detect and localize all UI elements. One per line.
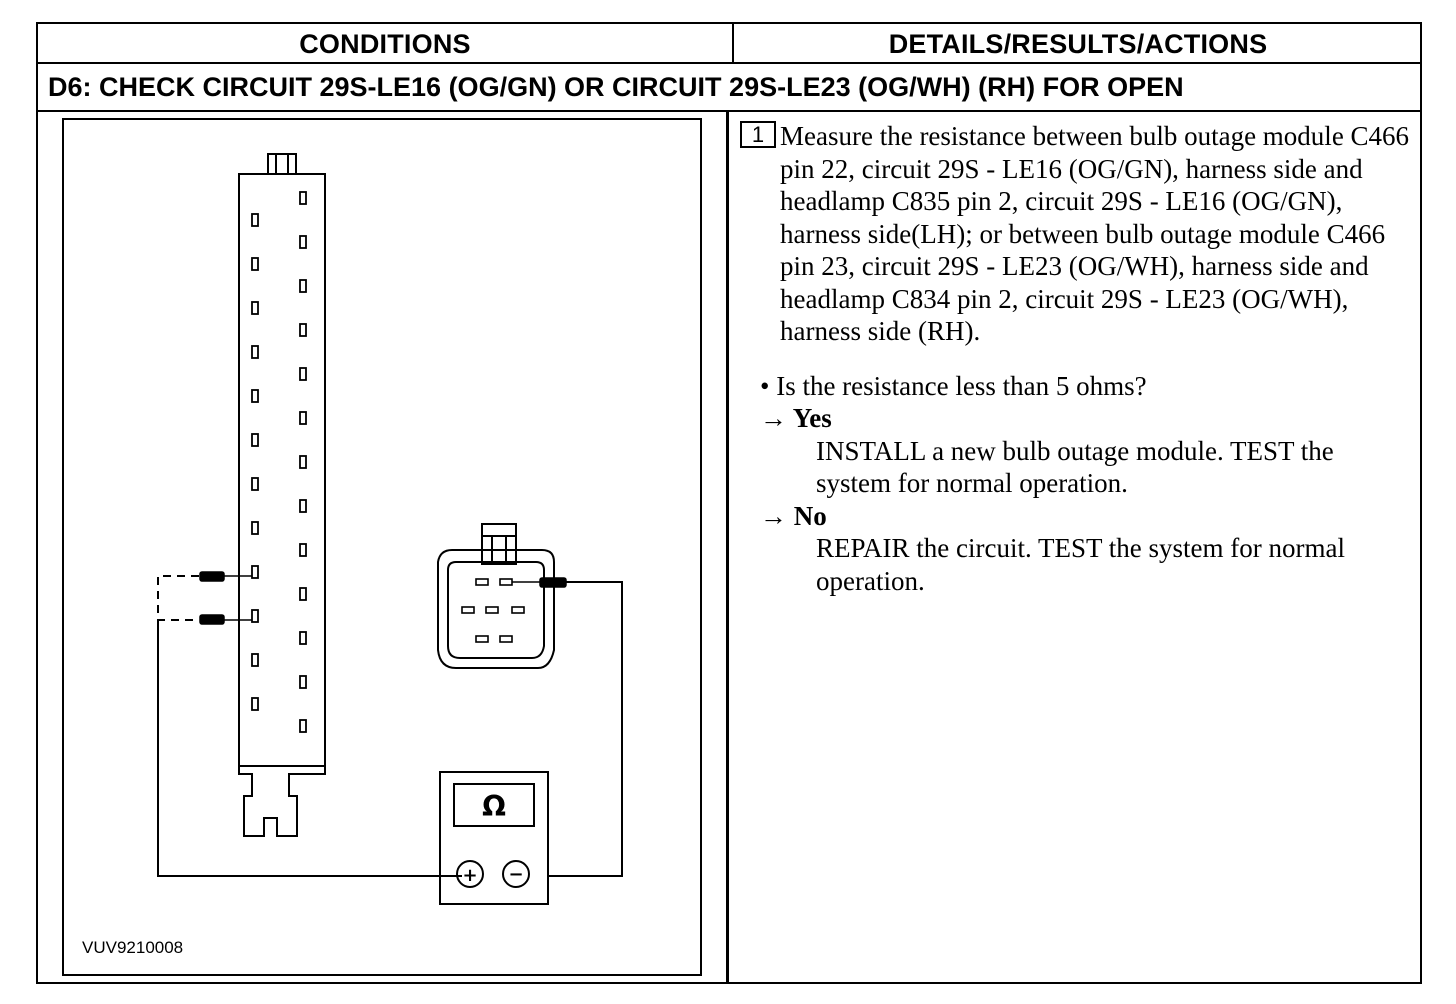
multimeter (439, 771, 549, 905)
no-action: REPAIR the circuit. TEST the system for … (816, 533, 1345, 596)
yes-action: INSTALL a new bulb outage module. TEST t… (816, 435, 1334, 499)
question: • Is the resistance less than 5 ohms? (760, 370, 1147, 401)
step-instruction: 1 Measure the resistance between bulb ou… (740, 120, 1410, 348)
step-number-box: 1 (740, 121, 776, 148)
probe-headlamp (539, 577, 567, 588)
test-lead-left (157, 620, 462, 877)
yes-label: → Yes (760, 403, 832, 433)
no-label: → No (760, 500, 827, 531)
headlamp-connector (437, 523, 555, 669)
probe-upper (199, 571, 225, 582)
table-header: CONDITIONS DETAILS/RESULTS/ACTIONS (38, 24, 1420, 64)
minus-terminal-label: − (508, 864, 523, 885)
ohm-symbol: Ω (482, 790, 506, 823)
diagram-svg: Ω + − (157, 153, 623, 905)
details-column: 1 Measure the resistance between bulb ou… (740, 120, 1410, 597)
instruction-text: Measure the resistance between bulb outa… (780, 121, 1410, 346)
conditions-header: CONDITIONS (299, 29, 471, 59)
wiring-diagram: Ω + − VUV9210008 (62, 118, 702, 976)
module-pins-left (251, 213, 259, 711)
figure-id: VUV9210008 (82, 938, 184, 957)
probe-lower (199, 614, 225, 625)
module-connector (238, 153, 326, 837)
diagnostic-table: CONDITIONS DETAILS/RESULTS/ACTIONS D6: C… (36, 22, 1422, 984)
header-divider (732, 24, 734, 62)
module-pins-right (299, 191, 307, 733)
details-header: DETAILS/RESULTS/ACTIONS (888, 29, 1268, 59)
plus-terminal-label: + (462, 865, 477, 886)
alternate-lead-dashed (157, 575, 199, 621)
step-title: D6: CHECK CIRCUIT 29S-LE16 (OG/GN) OR CI… (38, 64, 1420, 112)
column-divider (726, 112, 729, 984)
test-lead-right (548, 581, 623, 877)
